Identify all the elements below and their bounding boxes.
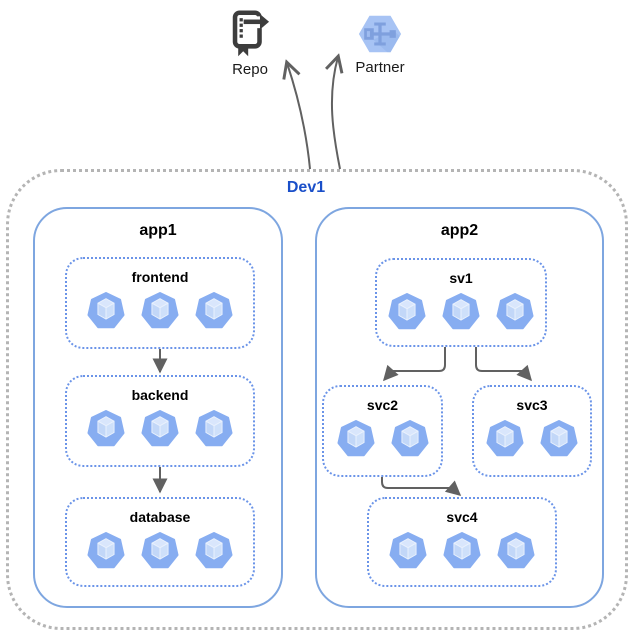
external-node-partner: Partner	[342, 11, 418, 76]
pod-group-sv1	[388, 293, 534, 331]
service-database: database	[65, 497, 255, 587]
service-svc3-label: svc3	[516, 397, 548, 413]
pod-icon	[87, 532, 125, 570]
pod-icon	[496, 293, 534, 331]
pod-icon	[391, 420, 429, 458]
pod-group-backend	[87, 410, 233, 448]
pod-icon	[195, 410, 233, 448]
dev1-label: Dev1	[286, 179, 326, 196]
service-svc2-label: svc2	[366, 397, 399, 413]
service-svc4: svc4	[367, 497, 557, 587]
service-database-label: database	[129, 509, 191, 525]
pod-icon	[497, 532, 535, 570]
app2-label: app2	[440, 222, 479, 239]
partner-icon	[358, 15, 402, 53]
pod-icon	[337, 420, 375, 458]
pod-group-database	[87, 532, 233, 570]
pod-icon	[141, 292, 179, 330]
pod-group-frontend	[87, 292, 233, 330]
service-sv1: sv1	[375, 258, 547, 347]
service-svc3: svc3	[472, 385, 592, 477]
edge-dev1-partner	[332, 57, 340, 170]
pod-icon	[87, 410, 125, 448]
pod-icon	[486, 420, 524, 458]
pod-icon	[87, 292, 125, 330]
pod-group-svc2	[337, 420, 429, 458]
pod-icon	[141, 532, 179, 570]
service-frontend-label: frontend	[131, 269, 189, 285]
partner-label: Partner	[355, 59, 405, 76]
dev1-boundary	[6, 169, 628, 630]
service-backend-label: backend	[131, 387, 189, 403]
pod-group-svc3	[486, 420, 578, 458]
pod-group-svc4	[389, 532, 535, 570]
service-backend: backend	[65, 375, 255, 467]
pod-icon	[443, 532, 481, 570]
service-svc2: svc2	[322, 385, 443, 477]
pod-icon	[389, 532, 427, 570]
pod-icon	[442, 293, 480, 331]
pod-icon	[388, 293, 426, 331]
edge-dev1-repo	[287, 63, 311, 170]
app1-label: app1	[139, 222, 177, 239]
pod-icon	[141, 410, 179, 448]
pod-icon	[195, 532, 233, 570]
service-svc4-label: svc4	[446, 509, 478, 525]
pod-icon	[195, 292, 233, 330]
external-node-repo: Repo	[212, 10, 288, 78]
pod-icon	[540, 420, 578, 458]
repo-icon	[232, 10, 270, 57]
repo-label: Repo	[232, 61, 268, 78]
service-sv1-label: sv1	[449, 270, 473, 286]
service-frontend: frontend	[65, 257, 255, 349]
